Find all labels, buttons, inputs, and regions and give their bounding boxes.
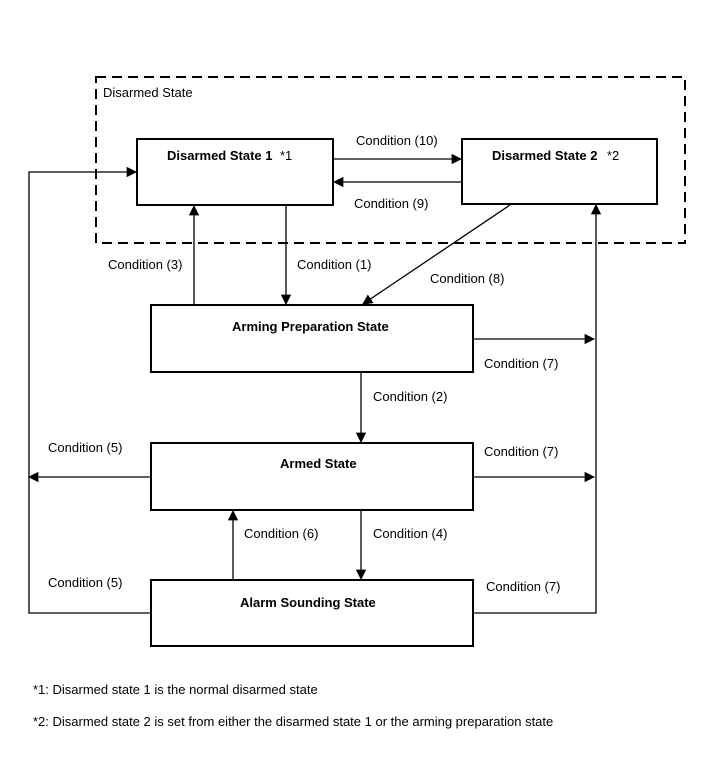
condition-7-bottom-arrow [473,203,602,614]
footnote-2: *2: Disarmed state 2 is set from either … [33,714,553,729]
condition-1-label: Condition (1) [297,257,371,272]
disarmed-state-2-box [461,138,658,205]
disarmed-state-2-title: Disarmed State 2 [492,148,598,163]
condition-5-top-label: Condition (5) [48,440,122,455]
footnote-1: *1: Disarmed state 1 is the normal disar… [33,682,318,697]
disarmed-state-2-marker: *2 [607,148,619,163]
disarmed-state-group [95,76,686,244]
condition-8-arrow [362,204,511,305]
condition-9-label: Condition (9) [354,196,428,211]
disarmed-state-1-marker: *1 [280,148,292,163]
armed-state-title: Armed State [280,456,357,471]
condition-6-label: Condition (6) [244,526,318,541]
disarmed-state-1-title: Disarmed State 1 [167,148,273,163]
arming-preparation-state-title: Arming Preparation State [232,319,389,334]
arming-preparation-state-box [150,304,474,373]
condition-4-label: Condition (4) [373,526,447,541]
alarm-sounding-state-box [150,579,474,647]
condition-7-bottom-label: Condition (7) [486,579,560,594]
condition-10-label: Condition (10) [356,133,438,148]
condition-7-mid-label: Condition (7) [484,444,558,459]
condition-7-top-label: Condition (7) [484,356,558,371]
disarmed-state-1-box [136,138,334,206]
alarm-sounding-state-title: Alarm Sounding State [240,595,376,610]
armed-state-box [150,442,474,511]
condition-5-bottom-label: Condition (5) [48,575,122,590]
condition-3-label: Condition (3) [108,257,182,272]
disarmed-state-group-label: Disarmed State [103,85,193,100]
condition-5-bottom-arrow [28,166,151,614]
condition-8-label: Condition (8) [430,271,504,286]
condition-2-label: Condition (2) [373,389,447,404]
